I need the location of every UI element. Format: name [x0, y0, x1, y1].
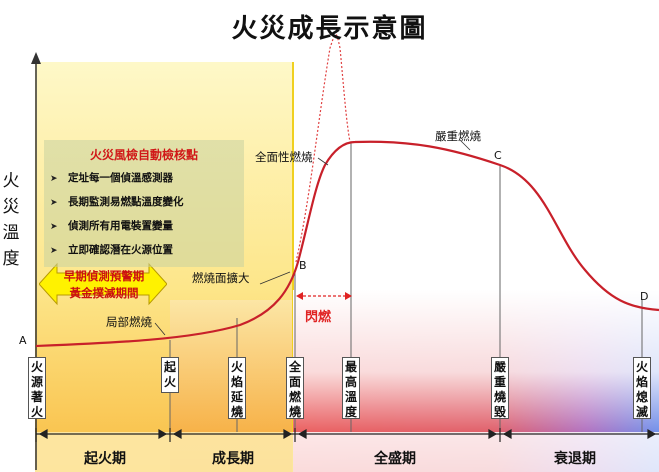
- checklist-item-text: 長期監測易燃點溫度變化: [68, 196, 184, 208]
- checklist-item: ➤ 立即確認潛在火源位置: [44, 239, 244, 263]
- early-window-label: 早期偵測預警期 黃金撲滅期間: [44, 268, 164, 302]
- diagram-title: 火災成長示意圖: [231, 14, 428, 44]
- point-b: B: [299, 259, 307, 272]
- point-c: C: [494, 149, 502, 162]
- arrow-right-icon: ➤: [50, 198, 58, 208]
- early-window-line-2: 黃金撲滅期間: [69, 286, 139, 300]
- marker-extinguish: 火焰熄滅: [633, 357, 651, 419]
- marker-flame-spread: 火焰延燒: [228, 357, 246, 419]
- phase-decay: 衰退期: [554, 451, 596, 467]
- marker-ignition: 起火: [161, 357, 179, 393]
- checklist-item-text: 偵測所有用電裝置變量: [68, 220, 173, 232]
- checklist-item-text: 定址每一個偵溫感測器: [68, 172, 173, 184]
- early-window-line-1: 早期偵測預警期: [63, 269, 145, 283]
- fire-growth-curve: [35, 140, 659, 348]
- checklist-item-text: 立即確認潛在火源位置: [68, 244, 173, 256]
- checklist-heading: 火災風檢自動檢核點: [89, 148, 198, 162]
- point-a: A: [19, 334, 27, 347]
- checklist-item: ➤ 定址每一個偵溫感測器: [44, 167, 244, 191]
- arrow-right-icon: ➤: [50, 222, 58, 232]
- label-severe-burning: 嚴重燃燒: [435, 129, 481, 143]
- arrow-right-icon: ➤: [50, 246, 58, 256]
- label-burning-spread: 燃燒面擴大: [192, 271, 250, 285]
- checklist-item: ➤ 長期監測易燃點溫度變化: [44, 191, 244, 215]
- checklist-item: ➤ 偵測所有用電裝置變量: [44, 215, 244, 239]
- label-full-burning: 全面性燃燒: [255, 150, 313, 164]
- phase-growth: 成長期: [212, 451, 254, 467]
- marker-max-temp: 最高溫度: [342, 357, 360, 419]
- arrow-right-icon: ➤: [50, 174, 58, 184]
- flashover-label: 閃燃: [305, 310, 332, 325]
- marker-full-burning: 全面燃燒: [286, 357, 304, 419]
- point-d: D: [640, 290, 649, 303]
- y-axis-label: 火災溫度: [2, 171, 20, 269]
- phase-ignition: 起火期: [84, 451, 126, 467]
- checklist-panel: 火災風檢自動檢核點 ➤ 定址每一個偵溫感測器 ➤ 長期監測易燃點溫度變化 ➤ 偵測所有…: [44, 140, 244, 267]
- phase-full: 全盛期: [374, 451, 416, 467]
- label-local-burning: 局部燃燒: [106, 315, 152, 329]
- marker-fire-source: 火源著火: [28, 357, 46, 419]
- early-window-arrow: [39, 262, 167, 306]
- marker-severe-damage: 嚴重燒毀: [491, 357, 509, 419]
